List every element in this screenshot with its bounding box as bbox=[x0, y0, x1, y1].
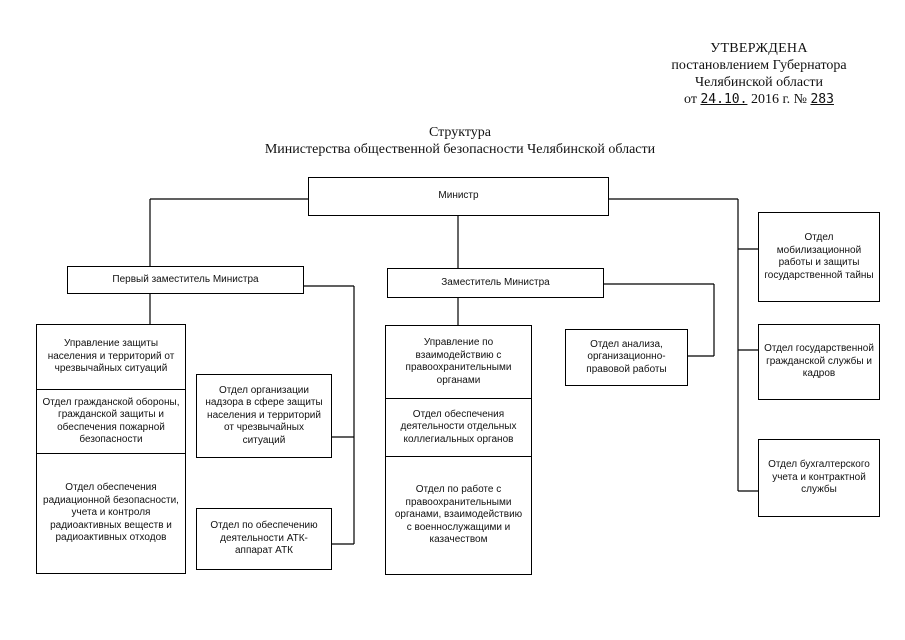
title-line-1: Структура bbox=[428, 125, 492, 140]
approval-date-prefix: от bbox=[684, 92, 697, 107]
node-civil-service: Отдел государственной гражданской службы… bbox=[758, 324, 880, 400]
node-military: Отдел по работе с правоохранительными ор… bbox=[386, 456, 531, 574]
approval-title: УТВЕРЖДЕНА bbox=[710, 41, 808, 56]
approval-date-line: от 24.10. 2016 г. № 283 bbox=[618, 91, 900, 108]
deputy-stack: Управление по взаимодействию с правоохра… bbox=[385, 325, 532, 575]
node-deputy: Заместитель Министра bbox=[387, 268, 604, 298]
approval-year: 2016 г. bbox=[750, 92, 791, 107]
node-analysis: Отдел анализа, организационно-правовой р… bbox=[565, 329, 688, 386]
node-supervision: Отдел организации надзора в сфере защиты… bbox=[196, 374, 332, 458]
approval-number-sign: № bbox=[793, 92, 807, 107]
node-collegial: Отдел обеспечения деятельности отдельных… bbox=[386, 398, 531, 456]
approval-number: 283 bbox=[810, 92, 834, 107]
title-line-2: Министерства общественной безопасности Ч… bbox=[264, 142, 656, 157]
node-first-deputy: Первый заместитель Министра bbox=[67, 266, 304, 294]
node-atk: Отдел по обеспечению деятельности АТК-ап… bbox=[196, 508, 332, 570]
node-protection-dept: Управление защиты населения и территорий… bbox=[47, 338, 175, 375]
node-accounting: Отдел бухгалтерского учета и контрактной… bbox=[758, 439, 880, 517]
approval-date: 24.10. bbox=[700, 92, 748, 107]
node-minister: Министр bbox=[308, 177, 609, 216]
approval-line-1: постановлением Губернатора bbox=[671, 58, 847, 73]
approval-line-2: Челябинской области bbox=[695, 75, 823, 90]
node-civil-defense: Отдел гражданской обороны, гражданской з… bbox=[37, 389, 185, 453]
document-title: Структура Министерства общественной безо… bbox=[0, 124, 905, 158]
node-radiation: Отдел обеспечения радиационной безопасно… bbox=[37, 453, 185, 573]
approval-stamp: УТВЕРЖДЕНА постановлением Губернатора Че… bbox=[618, 40, 900, 108]
node-mobilization: Отдел мобилизационной работы и защиты го… bbox=[758, 212, 880, 302]
node-law-enforcement-dept: Управление по взаимодействию с правоохра… bbox=[405, 337, 512, 386]
first-deputy-stack: Управление защиты населения и территорий… bbox=[36, 324, 186, 574]
